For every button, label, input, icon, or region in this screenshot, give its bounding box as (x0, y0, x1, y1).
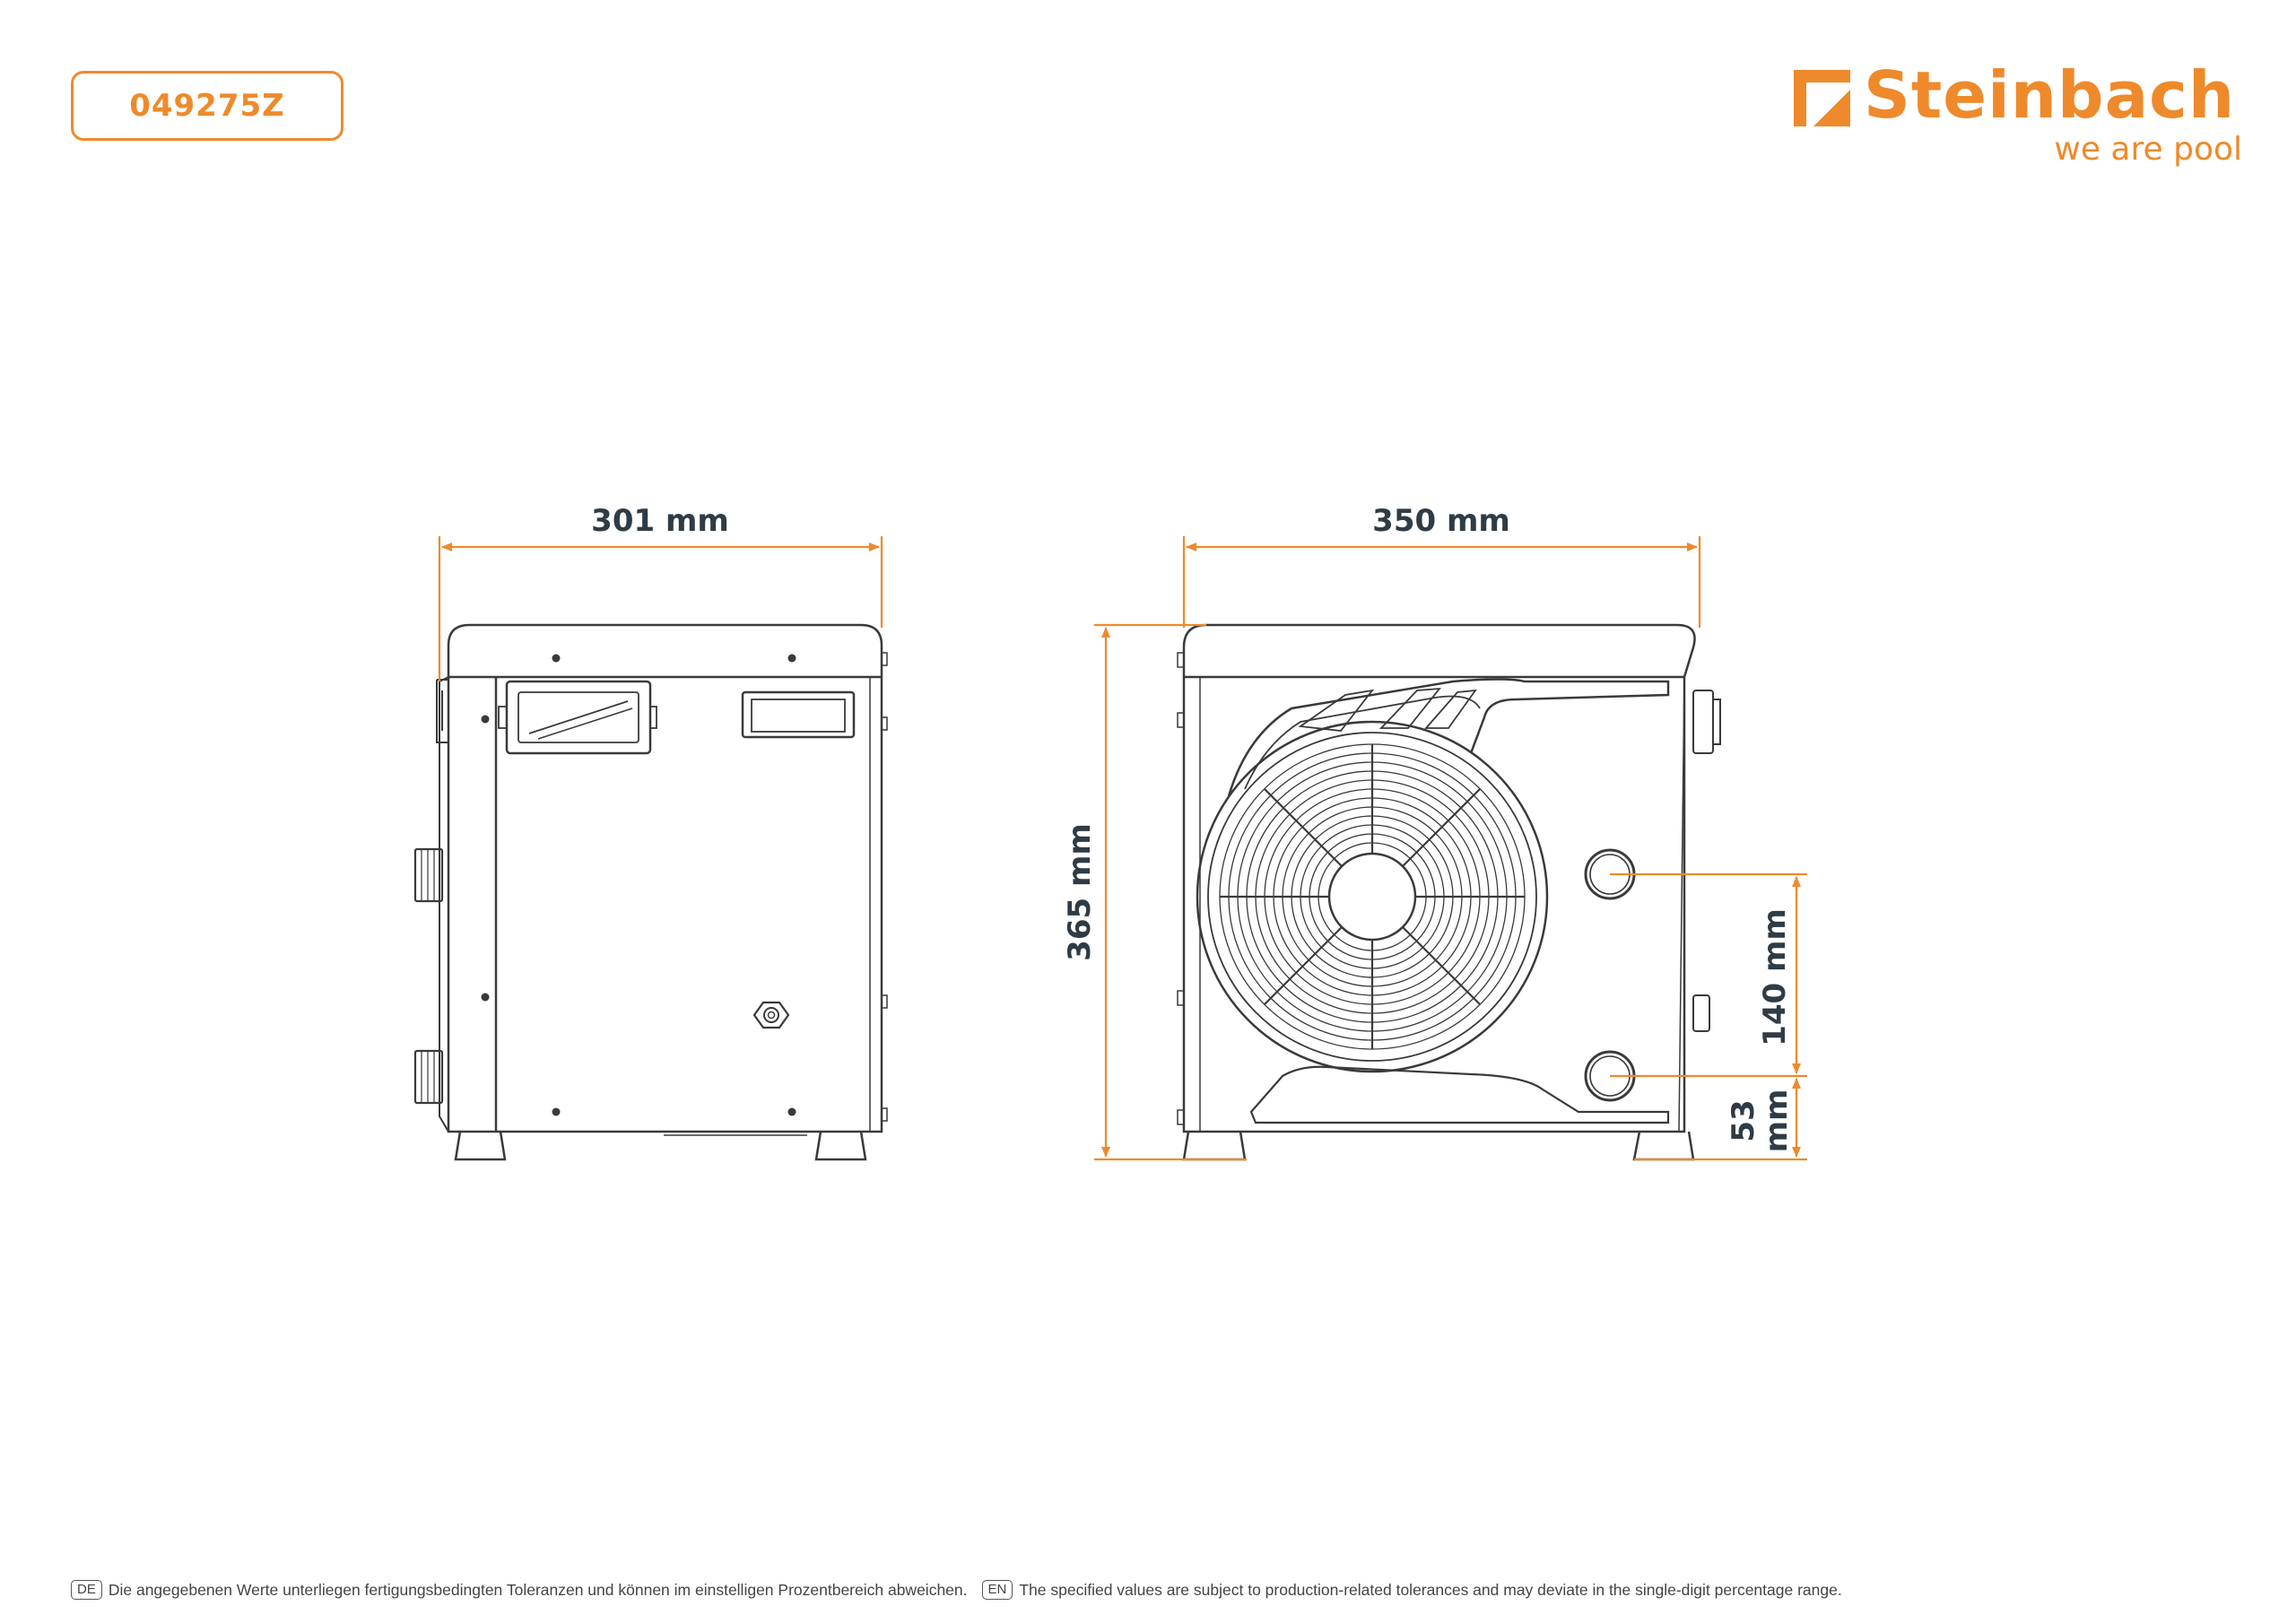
logo-tagline: we are pool (2054, 131, 2242, 168)
front-foot-left (1182, 1131, 1247, 1161)
fan-shroud-bottom (1249, 1065, 1670, 1124)
fan-spokes (1220, 744, 1525, 1049)
dim-connection-spacing-label: 140 mm (1757, 908, 1793, 1046)
side-drain-fitting (752, 1001, 790, 1029)
article-number-badge: 049275Z (71, 71, 344, 141)
logo-name: Steinbach (1864, 57, 2236, 133)
side-housing-outline (447, 623, 883, 1133)
side-view (413, 623, 888, 1161)
front-foot-right (1632, 1131, 1695, 1161)
article-number: 049275Z (129, 88, 285, 124)
disclaimer-en: The specified values are subject to prod… (1019, 1580, 1842, 1599)
dim-front-width-label: 350 mm (1372, 503, 1510, 539)
dim-height-label: 365 mm (1062, 823, 1098, 961)
front-view (1177, 623, 1721, 1161)
dim-connection-height-line1: 53 (1726, 1099, 1761, 1141)
front-side-fittings (1692, 690, 1721, 1032)
side-foot-right (814, 1131, 867, 1161)
fan-shroud-top (1227, 678, 1670, 797)
fan-outer-ring (1196, 720, 1549, 1073)
footer-disclaimer: DE Die angegebenen Werte unterliegen fer… (71, 1578, 1842, 1601)
disclaimer-de: Die angegebenen Werte unterliegen fertig… (108, 1580, 968, 1599)
dim-connection-height-line2: mm (1759, 1089, 1795, 1153)
side-foot-left (454, 1131, 507, 1161)
steinbach-logo: Steinbach we are pool (1794, 57, 2242, 172)
side-display-window (741, 690, 856, 739)
lang-tag-en: EN (981, 1580, 1013, 1600)
side-pipe-fittings (413, 847, 444, 1105)
lang-tag-de: DE (71, 1580, 102, 1600)
front-housing-outline (1182, 623, 1696, 1133)
fan-hub (1327, 852, 1417, 942)
dimension-lines (438, 536, 1807, 1161)
logo-mark-icon (1794, 70, 1850, 126)
side-screws (481, 654, 796, 1116)
dim-side-width-label: 301 mm (591, 503, 729, 539)
side-handle (498, 680, 657, 755)
